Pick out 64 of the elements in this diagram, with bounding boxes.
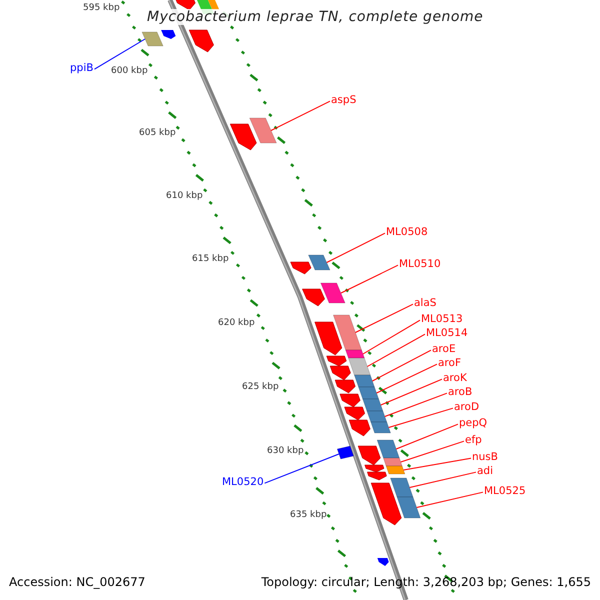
gene-label: ppiB — [70, 62, 94, 74]
leader-line — [340, 264, 398, 294]
scale-label: 615 kbp — [192, 254, 229, 265]
gene-label: aroE — [432, 343, 456, 355]
leader-line — [380, 378, 442, 406]
gene-label: aroF — [438, 357, 461, 369]
leader-line — [416, 492, 484, 508]
gene-block — [396, 496, 421, 518]
leader-line — [400, 440, 464, 462]
gene-block — [390, 478, 414, 498]
leader-line — [396, 424, 458, 450]
genome-info-text: Topology: circular; Length: 3,268,203 bp; Genes: 1,655 — [261, 575, 591, 589]
leader-line — [384, 392, 448, 417]
gene-block — [362, 398, 384, 412]
gene-block — [386, 466, 406, 474]
scale-label: 610 kbp — [166, 191, 203, 202]
gene-label: alaS — [414, 297, 436, 309]
gene-block — [308, 254, 330, 270]
leader-line — [94, 38, 146, 70]
gene-block — [366, 410, 388, 422]
gene-label: ML0508 — [386, 226, 428, 238]
scale-label: 625 kbp — [242, 382, 279, 393]
leader-line — [409, 472, 476, 488]
scale-label: 635 kbp — [290, 510, 327, 521]
gene-label: aroK — [443, 372, 467, 384]
gene-label: ML0513 — [421, 313, 463, 325]
gene-label: adi — [477, 465, 494, 477]
gene-label: aspS — [331, 94, 356, 106]
gene-label: ML0525 — [484, 485, 526, 497]
accession-text: Accession: NC_002677 — [9, 575, 146, 589]
gene-block — [142, 32, 164, 46]
leader-line — [372, 350, 432, 382]
leader-line — [362, 320, 420, 354]
leader-line — [376, 364, 438, 394]
leader-line — [354, 304, 414, 333]
scale-label: 600 kbp — [111, 66, 148, 77]
leader-line — [264, 454, 340, 484]
leader-line — [388, 408, 454, 428]
gene-block — [370, 422, 391, 434]
scale-label: 595 kbp — [83, 3, 120, 14]
gene-label: ML0520 — [222, 476, 264, 488]
gene-block — [348, 358, 371, 376]
scale-label: 605 kbp — [139, 128, 176, 139]
leader-line — [403, 458, 472, 470]
scale-label: 620 kbp — [218, 318, 255, 329]
map-title: Mycobacterium leprae TN, complete genome — [145, 9, 486, 25]
gene-block — [249, 118, 277, 144]
gene-label: pepQ — [459, 417, 488, 429]
gene-block — [333, 314, 362, 350]
gene-feature — [336, 446, 354, 460]
leader-line — [366, 334, 426, 367]
gene-label: nusB — [472, 451, 498, 463]
gene-block — [320, 282, 346, 304]
gene-block — [358, 386, 379, 400]
gene-block — [376, 440, 400, 458]
gene-label: ML0514 — [426, 327, 468, 339]
gene-label: aroB — [448, 386, 472, 398]
leader-line — [270, 100, 330, 131]
gene-label: aroD — [454, 401, 480, 413]
gene-block — [354, 374, 375, 388]
scale-label: 630 kbp — [267, 446, 304, 457]
gene-label: ML0510 — [399, 258, 441, 270]
leader-line — [326, 232, 386, 263]
gene-label: efp — [465, 434, 482, 446]
